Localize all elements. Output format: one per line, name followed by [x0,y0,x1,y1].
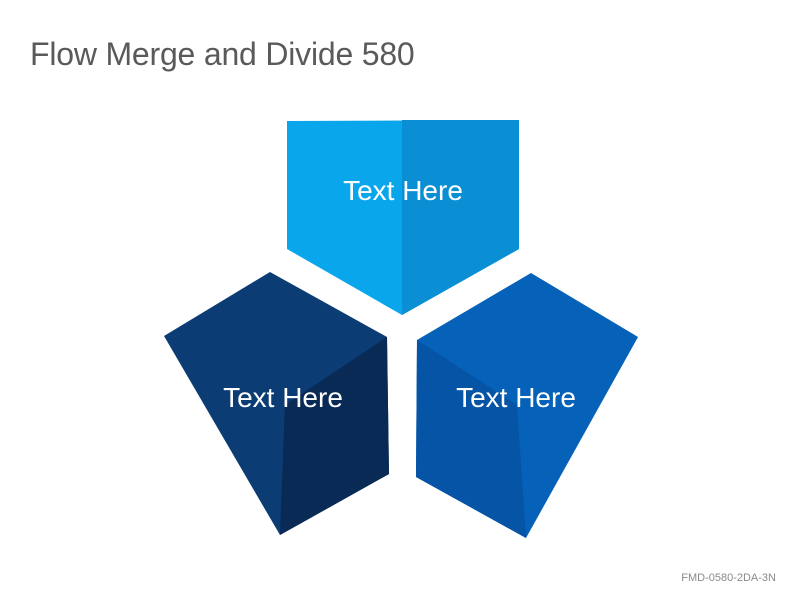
left-pentagon-label: Text Here [223,382,343,413]
right-pentagon-label: Text Here [456,382,576,413]
top-pentagon-label: Text Here [343,175,463,206]
left-pentagon-shade [280,337,389,535]
top-pentagon[interactable]: Text Here [287,120,519,315]
right-pentagon[interactable]: Text Here [416,273,638,538]
left-pentagon[interactable]: Text Here [164,272,389,535]
right-pentagon-shade [416,340,526,538]
top-pentagon-shade [402,120,519,315]
slide-code: FMD-0580-2DA-3N [681,572,776,584]
slide-title: Flow Merge and Divide 580 [30,36,415,72]
